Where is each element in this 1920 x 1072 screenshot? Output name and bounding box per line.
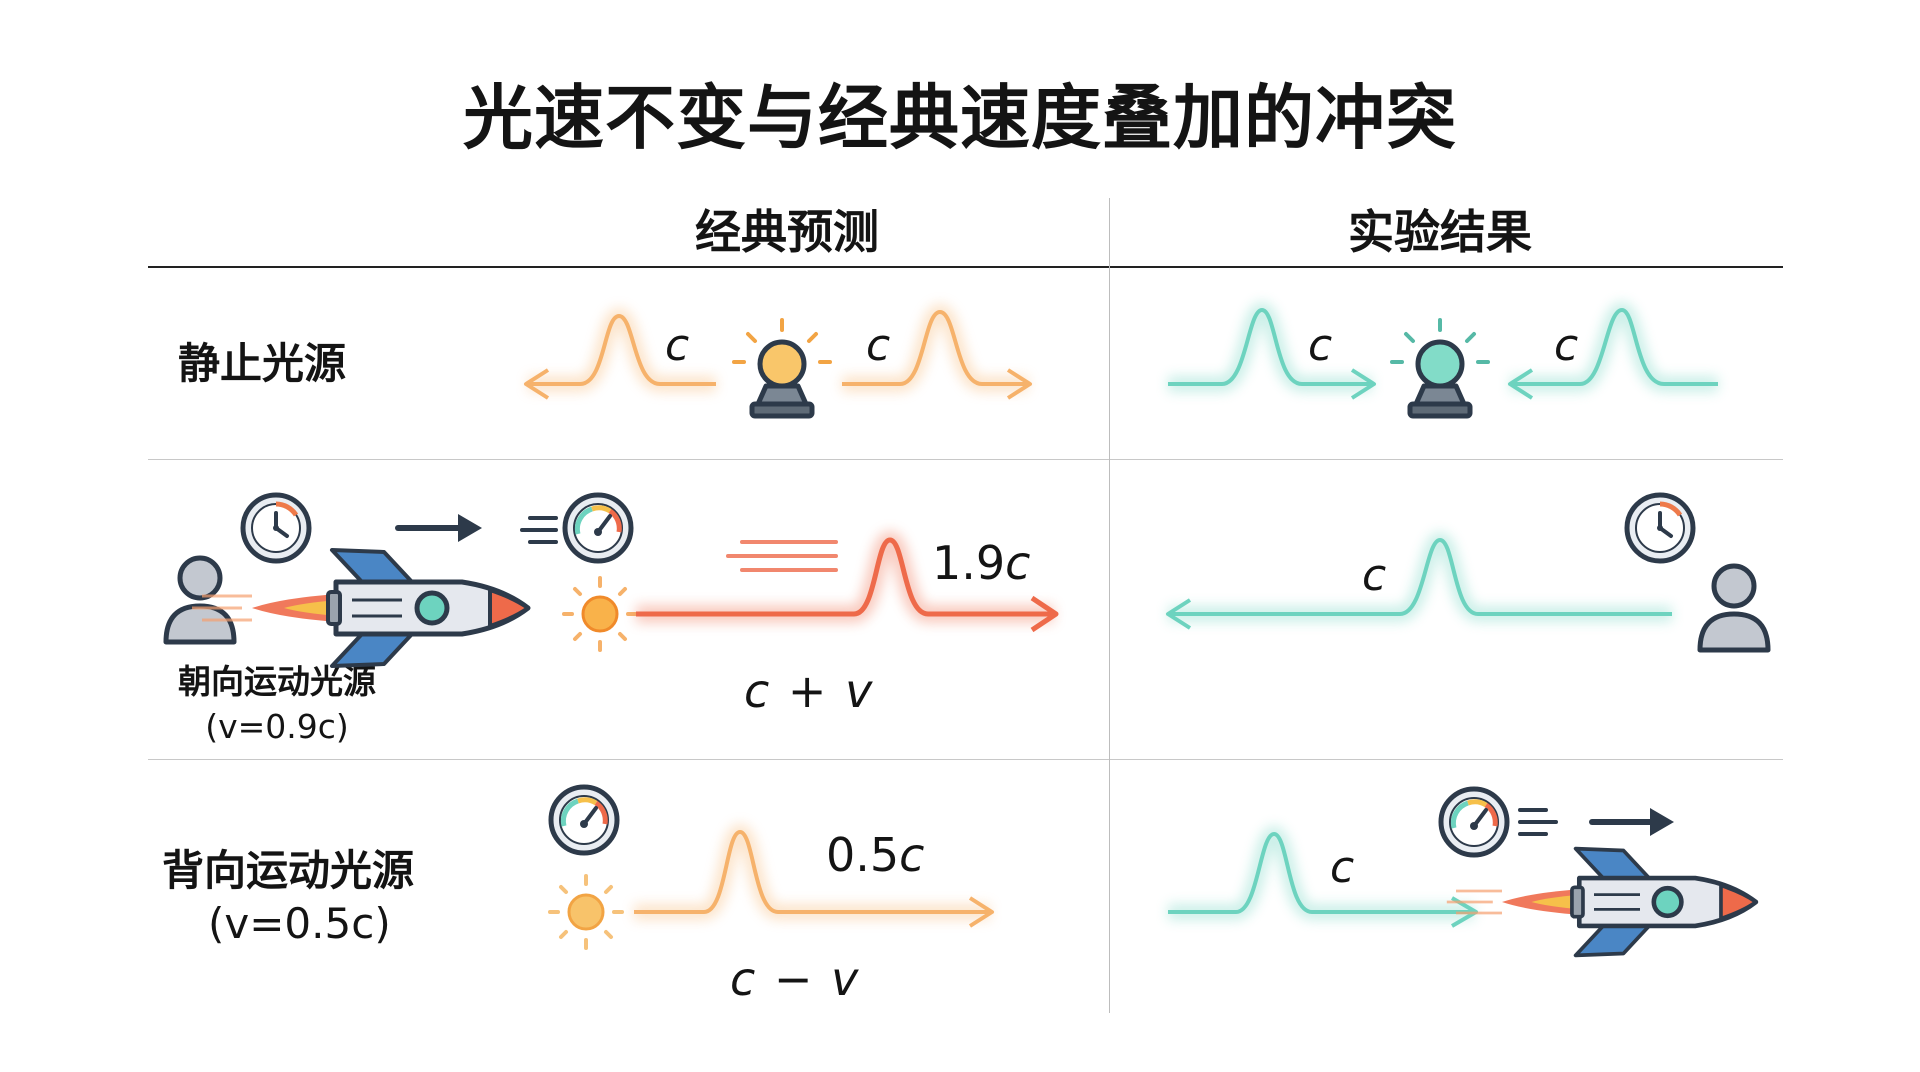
person-icon xyxy=(1700,566,1768,650)
row-label-away-param: (v=0.5c) xyxy=(208,898,391,948)
row-label-away-name: 背向运动光源 xyxy=(162,846,415,895)
row-label-toward-param: (v=0.9c) xyxy=(205,706,349,746)
classical-away-wave xyxy=(634,823,994,928)
sun-icon xyxy=(562,576,638,652)
motion-arrow-icon xyxy=(395,514,482,542)
exp-stationary-right-label: c xyxy=(1554,320,1579,371)
clock-icon xyxy=(243,495,309,561)
exp-toward-wave xyxy=(1166,531,1672,630)
diagram-title: 光速不变与经典速度叠加的冲突 xyxy=(463,77,1457,159)
speed-lines-icon xyxy=(520,516,558,544)
gauge-icon xyxy=(551,787,617,853)
row-label-away: 背向运动光源 (v=0.5c) xyxy=(162,845,414,950)
classical-away-speed: 0.5c xyxy=(826,832,924,878)
sun-icon xyxy=(548,874,624,950)
lamp-icon xyxy=(1392,320,1488,416)
classical-toward-speed: 1.9c xyxy=(932,540,1030,586)
classical-toward-wave xyxy=(636,530,1059,633)
column-divider xyxy=(1109,198,1110,1013)
classical-toward-formula: c + v xyxy=(744,664,875,718)
clock-icon xyxy=(1627,495,1693,561)
row-label-toward-name: 朝向运动光源 xyxy=(178,662,376,701)
exp-away-wave xyxy=(1168,825,1478,928)
motion-arrow-icon xyxy=(1589,808,1674,836)
person-icon xyxy=(166,558,234,642)
lamp-icon xyxy=(734,320,830,416)
rocket-icon xyxy=(192,550,528,666)
exp-stationary-right-wave xyxy=(1508,301,1718,400)
header-divider xyxy=(148,266,1783,268)
column-header-classical: 经典预测 xyxy=(695,205,879,259)
row-divider-2 xyxy=(148,759,1783,760)
exp-away-label: c xyxy=(1330,842,1355,893)
gauge-icon xyxy=(565,495,631,561)
classical-toward-speed-value: 1.9 xyxy=(932,536,1006,590)
exp-toward-label: c xyxy=(1362,550,1387,601)
speed-lines-icon xyxy=(1518,808,1558,836)
classical-away-speed-unit: c xyxy=(899,828,925,882)
classical-toward-speed-unit: c xyxy=(1005,536,1031,590)
column-header-experimental: 实验结果 xyxy=(1348,205,1532,259)
row-label-toward: 朝向运动光源 (v=0.9c) xyxy=(152,660,402,749)
classical-away-formula: c − v xyxy=(730,952,861,1006)
row-label-stationary: 静止光源 xyxy=(178,339,347,388)
exp-stationary-left-label: c xyxy=(1308,320,1333,371)
classical-stationary-right-label: c xyxy=(866,320,891,371)
row-divider-1 xyxy=(148,459,1783,460)
rocket-icon xyxy=(1447,849,1756,956)
exp-stationary-left-wave xyxy=(1168,301,1376,400)
classical-away-speed-value: 0.5 xyxy=(826,828,900,882)
classical-stationary-left-label: c xyxy=(665,320,690,371)
classical-stationary-left-wave xyxy=(524,307,716,400)
classical-stationary-right-wave xyxy=(842,303,1032,400)
gauge-icon xyxy=(1441,789,1507,855)
